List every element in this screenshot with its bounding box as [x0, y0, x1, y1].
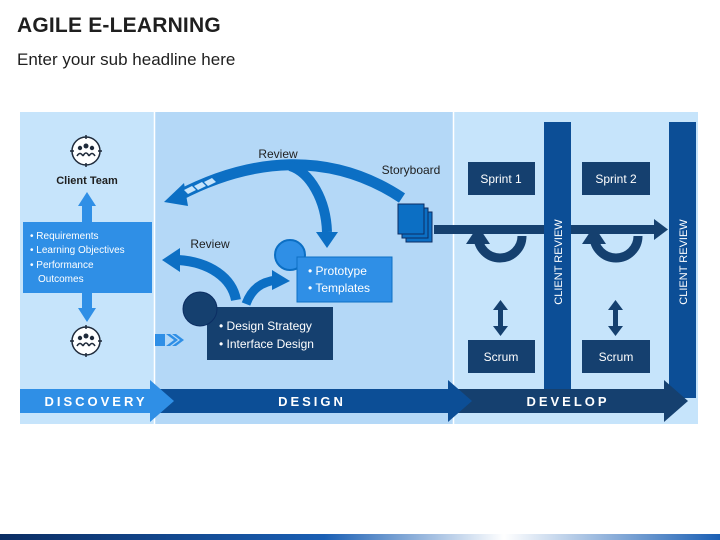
prototype-text: • Prototype • Templates — [308, 264, 370, 295]
review-left-label: Review — [190, 237, 230, 251]
scrum-1-box — [468, 340, 535, 373]
phase-develop-label: DEVELOP — [526, 394, 609, 409]
team-icon — [70, 135, 102, 167]
footer-accent-bar — [0, 534, 720, 540]
client-review-label-2: CLIENT REVIEW — [678, 219, 690, 305]
phase-arrow-design — [152, 380, 472, 422]
sprint-2-label: Sprint 2 — [595, 172, 637, 186]
sprint-2-box — [582, 162, 650, 195]
team-icon-bottom — [70, 325, 102, 357]
scrum-arrow-2 — [608, 300, 623, 336]
phase-design-label: DESIGN — [278, 394, 346, 409]
sprint-1-box — [468, 162, 535, 195]
page-subtitle: Enter your sub headline here — [17, 50, 236, 69]
phase-arrow-discovery — [20, 380, 174, 422]
client-team-label: Client Team — [56, 175, 118, 187]
prototype-box — [296, 256, 393, 303]
scrum-2-label: Scrum — [599, 350, 634, 364]
sprint-loop-icon-1 — [466, 226, 527, 263]
strategy-node — [182, 291, 218, 327]
strategy-text: • Design Strategy • Interface Design — [219, 319, 315, 351]
chevron-right-icon — [155, 334, 184, 346]
requirements-text: • Requirements • Learning Objectives • P… — [30, 231, 127, 285]
strategy-box — [207, 307, 333, 360]
develop-panel — [454, 112, 698, 424]
phase-arrow-develop — [440, 380, 688, 422]
scrum-1-label: Scrum — [484, 350, 519, 364]
review-left-arrow — [177, 255, 241, 302]
client-review-label-1: CLIENT REVIEW — [553, 219, 565, 305]
scrum-2-box — [582, 340, 650, 373]
sprint-1-label: Sprint 1 — [480, 172, 522, 186]
storyboard-icon — [397, 203, 433, 243]
storyboard-label: Storyboard — [382, 163, 441, 177]
page-title: AGILE E-LEARNING — [17, 14, 221, 37]
client-review-bar-1 — [544, 122, 571, 392]
sprint-loop-icon-2 — [582, 226, 643, 263]
client-review-bar-2 — [669, 122, 696, 398]
review-arc-arrow — [164, 159, 406, 248]
phase-discovery-label: DISCOVERY — [44, 394, 147, 409]
scrum-arrow-1 — [493, 300, 508, 336]
requirements-box — [23, 222, 152, 293]
review-top-label: Review — [258, 147, 298, 161]
